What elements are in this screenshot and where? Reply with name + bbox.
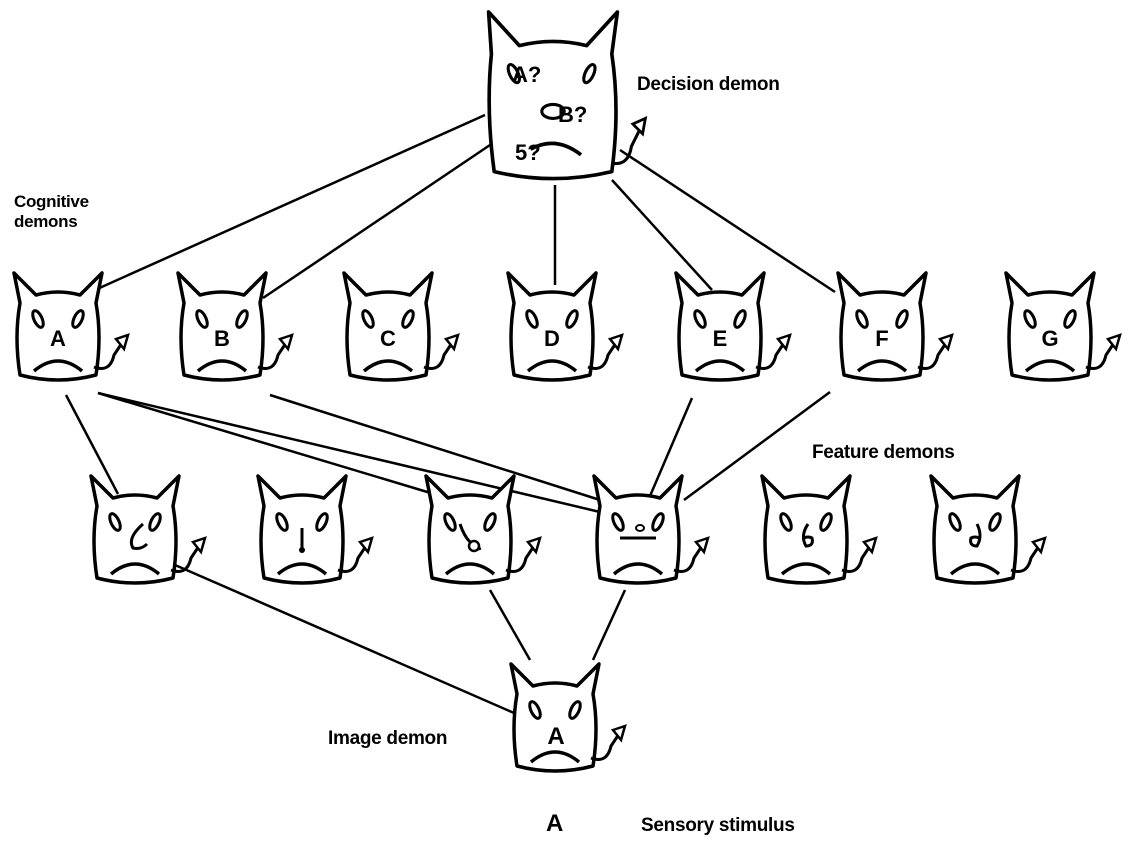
cognitive-demons-label: Cognitive demons	[14, 192, 89, 233]
cognitive-demons-label-line2: demons	[14, 212, 78, 232]
image-demon-label: Image demon	[328, 728, 448, 749]
cognitive-letter-c: C	[380, 326, 396, 351]
feature-demon-3	[424, 474, 542, 585]
cognitive-demon-c	[342, 271, 460, 382]
cognitive-demons	[12, 271, 1122, 382]
feature-demon-2	[256, 474, 374, 585]
cognitive-letter-d: D	[544, 326, 560, 351]
stimulus-letter: A	[546, 810, 564, 837]
image-demon	[509, 662, 627, 773]
feature-demons	[89, 474, 1047, 585]
cognitive-letter-b: B	[214, 326, 230, 351]
feature-curve-right	[969, 523, 982, 548]
link-decision-cog1	[94, 113, 486, 292]
link-cog2-feat4	[269, 393, 601, 502]
feature-demon-5	[760, 474, 878, 585]
link-decision-cog5	[611, 179, 713, 291]
cognitive-demon-a	[12, 271, 130, 382]
link-cog1-feat4	[97, 391, 601, 514]
link-decision-cog2	[262, 143, 491, 300]
feature-demon-1	[89, 474, 207, 585]
decision-demon	[486, 10, 648, 181]
image-demon-letter: A	[547, 723, 564, 750]
cognitive-demon-e	[674, 271, 792, 382]
link-decision-cog6	[619, 148, 836, 294]
cognitive-demon-f	[836, 271, 954, 382]
link-cog1-feat1	[64, 394, 120, 495]
cognitive-letter-e: E	[713, 326, 728, 351]
cognitive-demon-g	[1004, 271, 1122, 382]
decision-demon-label: Decision demon	[637, 74, 780, 95]
cognitive-letter-g: G	[1041, 326, 1058, 351]
cognitive-letter-a: A	[50, 326, 66, 351]
feature-demon-6	[929, 474, 1047, 585]
feature-demon-4	[592, 474, 710, 585]
feature-demons-label: Feature demons	[812, 442, 955, 463]
link-cog5-feat4	[648, 397, 694, 497]
connection-lines	[64, 113, 836, 715]
decision-option-5: 5?	[515, 140, 541, 165]
link-cog6-feat4	[683, 390, 831, 502]
feature-diagonal-stroke	[129, 522, 149, 550]
sensory-stimulus-label: Sensory stimulus	[641, 815, 795, 836]
decision-option-a: A?	[512, 62, 541, 87]
feature-curve-left	[801, 523, 814, 548]
link-feat4-image	[591, 589, 627, 661]
cognitive-demons-label-line1: Cognitive	[14, 192, 89, 211]
cognitive-demon-d	[506, 271, 624, 382]
link-feat3-image	[488, 589, 532, 661]
link-feat1-image	[174, 563, 515, 715]
decision-option-b: B?	[558, 102, 587, 127]
cognitive-letter-f: F	[875, 326, 888, 351]
link-cog1-feat3	[97, 391, 435, 496]
